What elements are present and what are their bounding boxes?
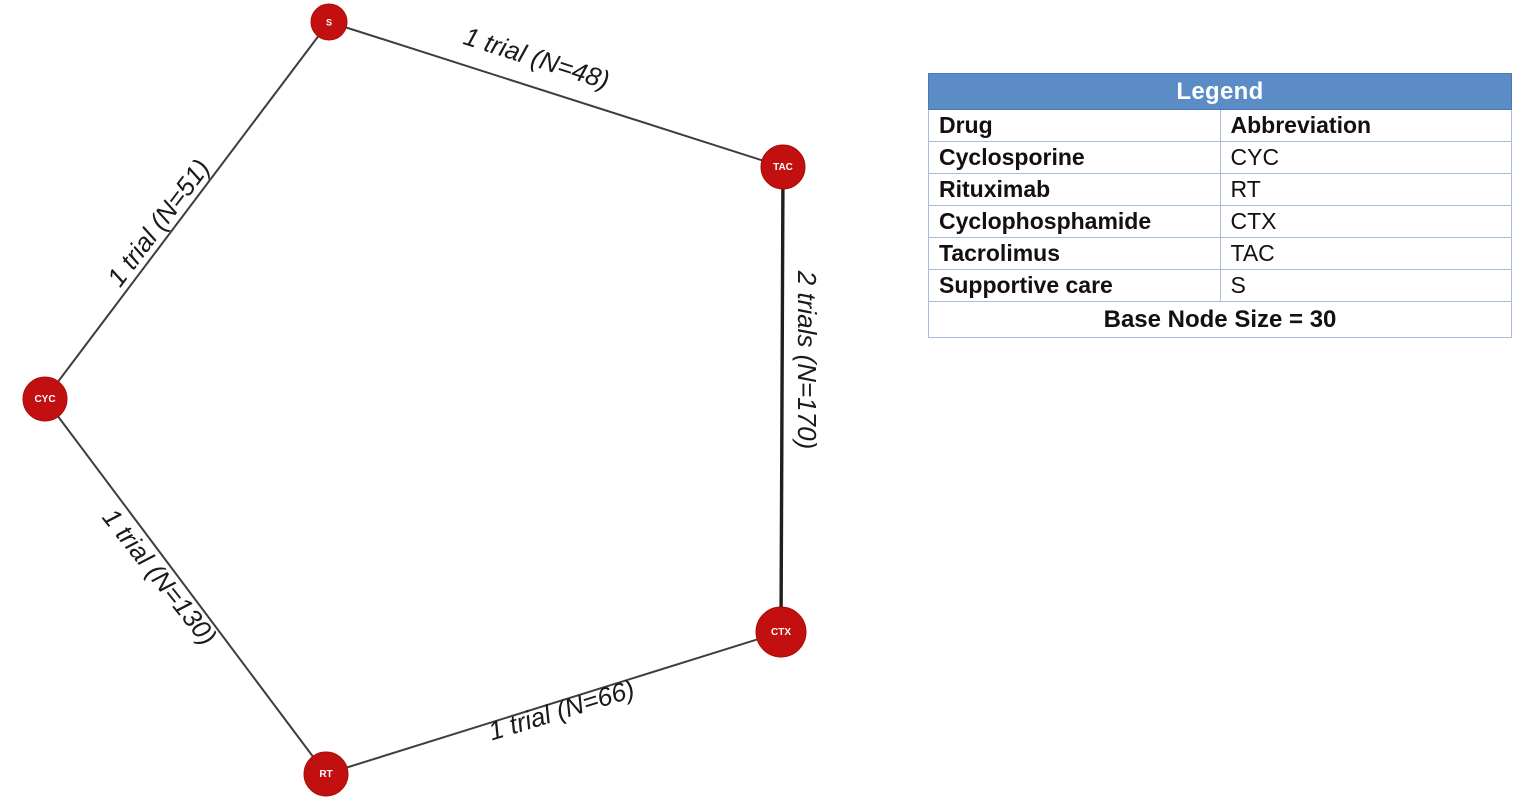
legend-drug-abbreviation: CYC [1219,141,1512,174]
edge-cyc-s [44,21,330,400]
node-label-rt: RT [319,769,332,780]
edge-label-tac-ctx: 2 trials (N=170) [792,270,822,449]
legend-title-row: Legend [928,73,1512,110]
node-circle-tac[interactable] [760,144,806,190]
edge-label-cyc-rt: 1 trial (N=130) [96,503,222,651]
legend-drug-abbreviation: CTX [1219,205,1512,238]
edge-label-cyc-s: 1 trial (N=51) [101,153,216,292]
node-label-s: S [326,18,332,28]
legend-drug-abbreviation: TAC [1219,237,1512,270]
legend-drug-name: Cyclosporine [928,141,1221,174]
node-ctx[interactable]: CTX [755,606,807,658]
legend-header-row: Drug Abbreviation [928,109,1512,142]
legend-drug-name: Tacrolimus [928,237,1221,270]
node-label-tac: TAC [773,162,793,173]
legend-title: Legend [928,73,1512,110]
legend-column-header-abbreviation: Abbreviation [1219,109,1512,142]
legend-drug-name: Cyclophosphamide [928,205,1221,238]
edge-s-tac [328,21,784,168]
network-graph: S TAC CYC CTX RT 1 trial (N=48) 1 trial (N=51… [22,3,822,797]
legend-drug-name: Rituximab [928,173,1221,206]
node-label-ctx: CTX [771,627,791,638]
legend-column-header-drug: Drug [928,109,1221,142]
edge-tac-ctx [779,166,785,633]
edge-rt-ctx [325,631,782,775]
legend-drug-abbreviation: RT [1219,173,1512,206]
nodes-group: S TAC CYC CTX RT [22,3,807,797]
node-cyc[interactable]: CYC [22,376,68,422]
node-circle-cyc[interactable] [22,376,68,422]
node-circle-ctx[interactable] [755,606,807,658]
legend-drug-abbreviation: S [1219,269,1512,302]
base-node-size-note: Base Node Size = 30 [928,301,1512,338]
node-circle-rt[interactable] [303,751,349,797]
node-rt[interactable]: RT [303,751,349,797]
edges-group [44,21,785,775]
node-label-cyc: CYC [34,394,55,405]
edge-label-rt-ctx: 1 trial (N=66) [485,674,638,747]
legend-footer-row: Base Node Size = 30 [928,301,1512,338]
edge-cyc-rt [44,398,327,775]
node-circle-s[interactable] [310,3,348,41]
node-s[interactable]: S [310,3,348,41]
legend-drug-name: Supportive care [928,269,1221,302]
edge-labels-group: 1 trial (N=48) 1 trial (N=51) 2 trials (N=… [96,21,822,747]
node-tac[interactable]: TAC [760,144,806,190]
edge-label-s-tac: 1 trial (N=48) [460,21,613,95]
